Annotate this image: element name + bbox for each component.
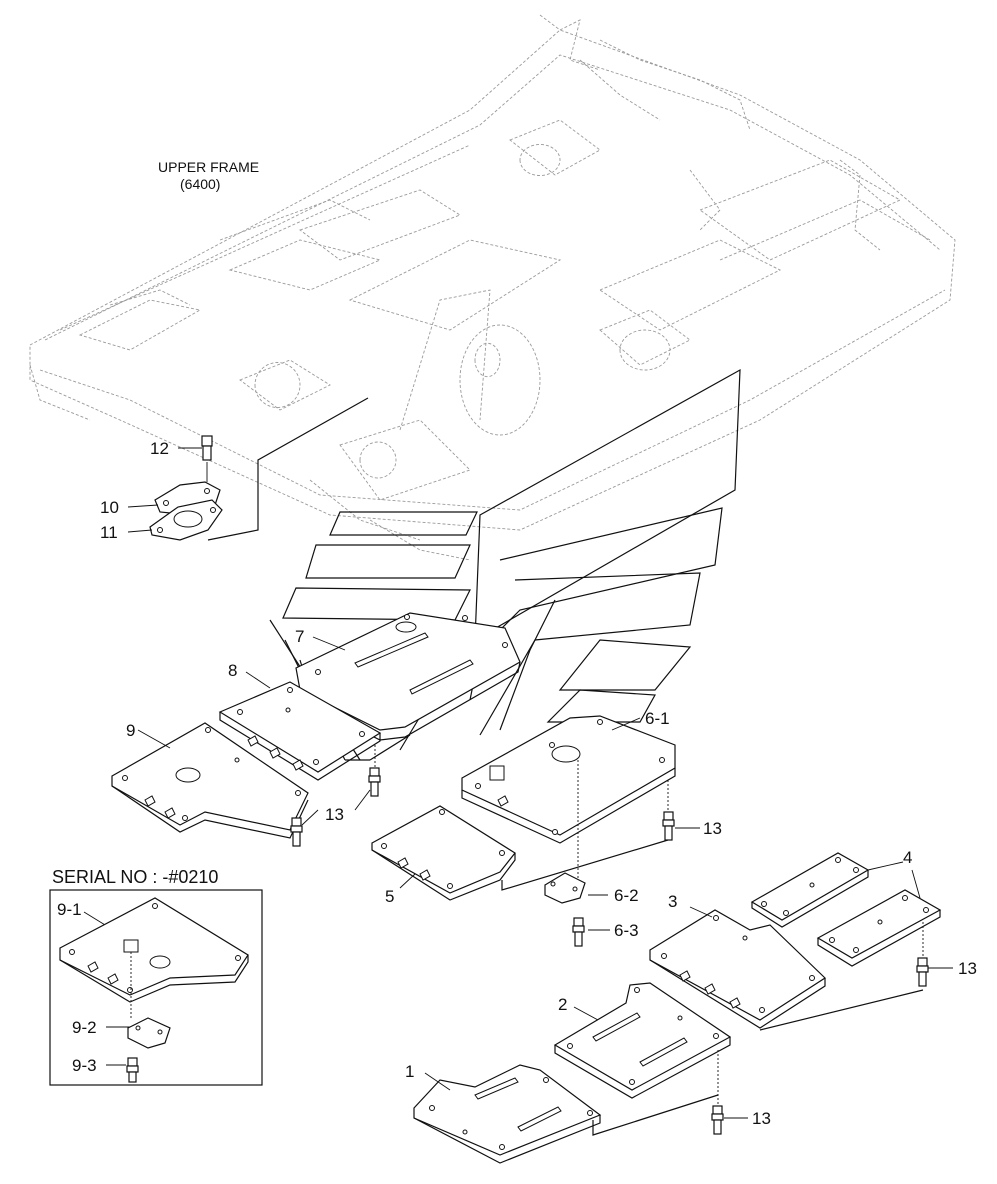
callout-13-c: 13 [958, 959, 977, 978]
callout-13-a: 13 [325, 805, 344, 824]
bolt-13-a [290, 817, 303, 847]
callout-12: 12 [150, 439, 169, 458]
plate-8 [218, 681, 382, 781]
callout-3: 3 [668, 892, 677, 911]
bolt-13-c [662, 780, 675, 841]
upper-frame-title: UPPER FRAME [158, 159, 259, 175]
leader-lines [83, 447, 953, 1119]
callout-5: 5 [385, 887, 394, 906]
part-11-gasket [149, 499, 223, 541]
callout-8: 8 [228, 661, 237, 680]
callout-13-d: 13 [752, 1109, 771, 1128]
part-12-bolt [201, 435, 213, 482]
bolt-13-e [711, 1050, 724, 1135]
callout-9: 9 [126, 721, 135, 740]
callout-6-2: 6-2 [614, 886, 639, 905]
callout-9-2: 9-2 [72, 1018, 97, 1037]
upper-frame-ghost [29, 14, 956, 561]
bolt-13-d [916, 922, 929, 987]
plate-6-1 [461, 715, 676, 844]
bolt-6-3 [572, 917, 585, 947]
callout-13-b: 13 [703, 819, 722, 838]
plate-4b [816, 889, 942, 967]
bolt-13-b [368, 745, 381, 797]
part-6-2 [544, 872, 586, 904]
callout-6-1: 6-1 [645, 709, 670, 728]
plate-2 [553, 982, 732, 1099]
plate-1 [413, 1064, 602, 1164]
plate-7 [295, 612, 521, 741]
serial-inset [49, 889, 263, 1086]
callout-7: 7 [295, 627, 304, 646]
plate-3 [649, 909, 826, 1029]
callout-4: 4 [903, 848, 912, 867]
upper-frame-code: (6400) [180, 176, 220, 192]
plate-4a [750, 852, 870, 928]
callout-11: 11 [100, 523, 118, 542]
callout-9-3: 9-3 [72, 1056, 97, 1075]
callout-9-1: 9-1 [57, 900, 82, 919]
callout-1: 1 [405, 1062, 414, 1081]
plate-5 [371, 805, 516, 901]
callout-10: 10 [100, 498, 119, 517]
callout-2: 2 [558, 995, 567, 1014]
plate-9 [111, 722, 309, 839]
serial-label: SERIAL NO : -#0210 [52, 867, 218, 887]
callout-6-3: 6-3 [614, 921, 639, 940]
